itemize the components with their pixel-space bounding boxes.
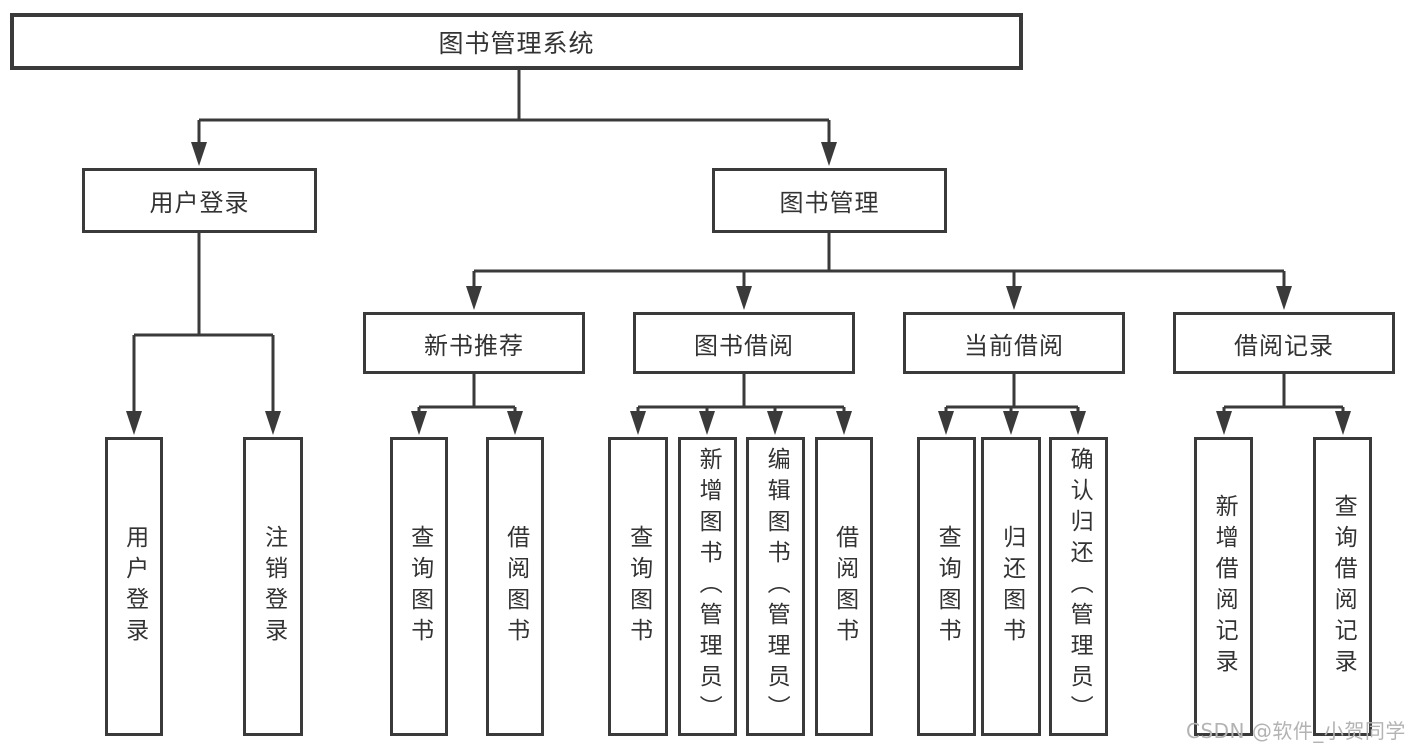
watermark: CSDN @软件_小贺同学 — [1186, 719, 1405, 743]
node-current-borrowing: 当前借阅 — [903, 312, 1125, 374]
leaf-add-borrow-record-label: 新增借阅记录 — [1211, 493, 1238, 680]
node-new-book-recommend-label: 新书推荐 — [424, 331, 524, 360]
leaf-query-borrow-record: 查询借阅记录 — [1313, 437, 1372, 736]
leaf-logout-label: 注销登录 — [260, 524, 287, 649]
leaf-borrow-books-borrowing-label: 借阅图书 — [831, 524, 858, 649]
node-new-book-recommend: 新书推荐 — [363, 312, 585, 374]
leaf-query-books-borrowing-label: 查询图书 — [625, 524, 652, 649]
node-book-borrowing: 图书借阅 — [633, 312, 855, 374]
leaf-confirm-return-admin-label: 确认归还（管理员） — [1066, 447, 1093, 726]
leaf-query-books-recommend-label: 查询图书 — [406, 524, 433, 649]
leaf-borrow-books-borrowing: 借阅图书 — [815, 437, 873, 736]
leaf-borrow-books-recommend: 借阅图书 — [486, 437, 544, 736]
node-root-label: 图书管理系统 — [438, 28, 595, 58]
leaf-edit-books-admin-label: 编辑图书（管理员） — [763, 447, 790, 726]
leaf-confirm-return-admin: 确认归还（管理员） — [1049, 437, 1108, 736]
node-current-borrowing-label: 当前借阅 — [964, 331, 1064, 360]
leaf-add-books-admin: 新增图书（管理员） — [678, 437, 737, 736]
leaf-query-books-borrowing: 查询图书 — [608, 437, 668, 736]
leaf-query-borrow-record-label: 查询借阅记录 — [1330, 493, 1357, 680]
leaf-query-books-recommend: 查询图书 — [390, 437, 448, 736]
node-user-login: 用户登录 — [82, 168, 317, 233]
node-book-management: 图书管理 — [712, 168, 947, 233]
leaf-user-login: 用户登录 — [105, 437, 163, 736]
node-root: 图书管理系统 — [10, 13, 1023, 70]
leaf-borrow-books-recommend-label: 借阅图书 — [502, 524, 529, 649]
node-borrowing-records-label: 借阅记录 — [1234, 331, 1334, 360]
leaf-return-books-label: 归还图书 — [998, 524, 1025, 649]
node-book-borrowing-label: 图书借阅 — [694, 331, 794, 360]
leaf-edit-books-admin: 编辑图书（管理员） — [746, 437, 805, 736]
leaf-return-books: 归还图书 — [981, 437, 1041, 736]
leaf-add-books-admin-label: 新增图书（管理员） — [695, 447, 722, 726]
leaf-query-books-current-label: 查询图书 — [934, 524, 961, 649]
leaf-logout: 注销登录 — [243, 437, 303, 736]
node-user-login-label: 用户登录 — [149, 189, 250, 217]
leaf-user-login-label: 用户登录 — [121, 524, 148, 649]
node-book-management-label: 图书管理 — [779, 189, 880, 217]
leaf-query-books-current: 查询图书 — [917, 437, 976, 736]
leaf-add-borrow-record: 新增借阅记录 — [1194, 437, 1253, 736]
node-borrowing-records: 借阅记录 — [1173, 312, 1395, 374]
